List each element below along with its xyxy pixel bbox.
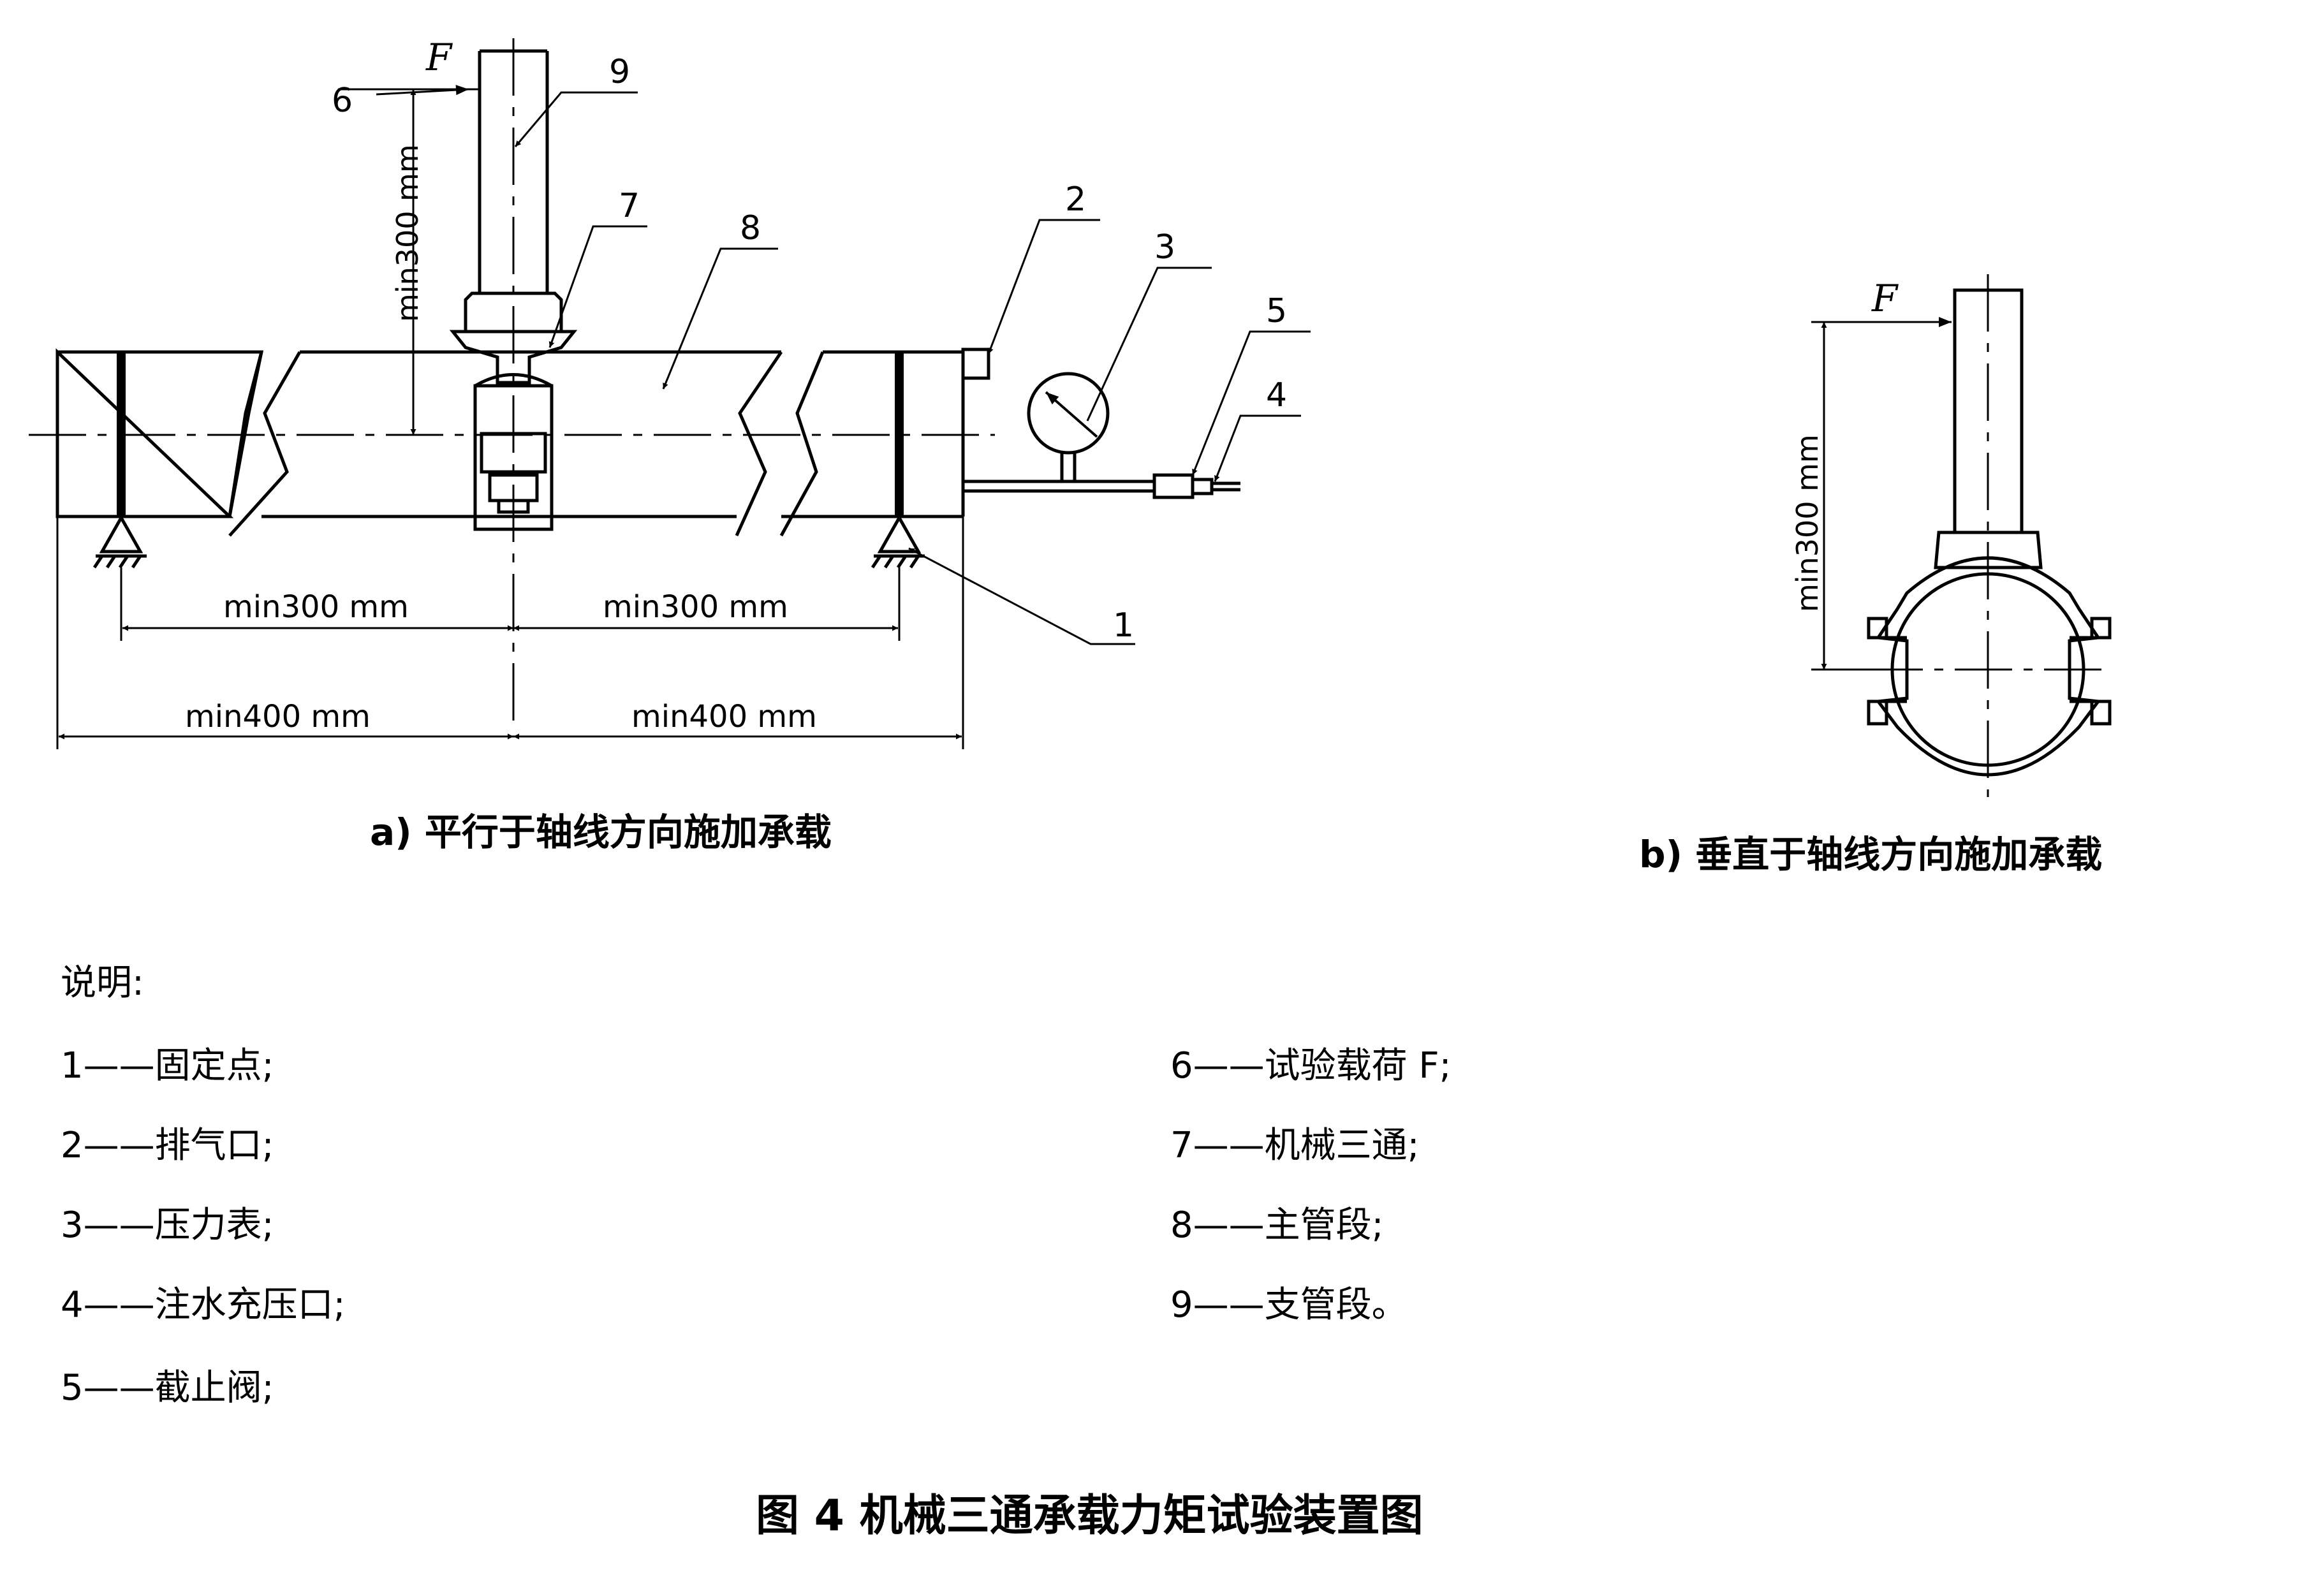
tee-saddle-b (1934, 531, 2043, 569)
legend-item-6: 6——试验载荷 F; (1170, 1045, 1452, 1087)
legend-item-5: 5——截止阀; (61, 1367, 274, 1409)
callout-7: 7 (619, 187, 640, 225)
stop-valve-and-inlet (1152, 473, 1240, 499)
support-right (871, 514, 925, 569)
dim-label-b-vertical: min300 mm (1790, 434, 1825, 612)
dim-label-300-left: min300 mm (223, 589, 409, 625)
force-arrow-a (376, 85, 469, 96)
clamp-body-b (1875, 556, 2101, 777)
legend: 说明: 1——固定点; 2——排气口; 3——压力表; 4——注水充压口; 5—… (61, 962, 1452, 1409)
branch-pipe (478, 38, 549, 721)
dim-label-400-right: min400 mm (631, 699, 817, 735)
dim-label-300-right: min300 mm (603, 589, 788, 625)
legend-item-1: 1——固定点; (61, 1045, 274, 1087)
callout-4: 4 (1266, 376, 1287, 414)
callout-6: 6 (332, 82, 353, 120)
callout-9: 9 (609, 53, 630, 91)
main-pipe (55, 348, 965, 537)
mechanical-tee (449, 291, 578, 531)
callout-2: 2 (1065, 180, 1086, 219)
legend-item-9: 9——支管段。 (1170, 1284, 1408, 1326)
force-label-b: F (1871, 277, 1899, 320)
legend-item-7: 7——机械三通; (1170, 1125, 1420, 1166)
vent-port (961, 348, 990, 380)
dim-label-a-vertical: min300 mm (390, 144, 425, 322)
diagram-a (29, 38, 1311, 749)
callout-5: 5 (1266, 292, 1287, 330)
legend-item-4: 4——注水充压口; (61, 1284, 346, 1326)
pressure-gauge (963, 372, 1154, 493)
subcaption-a: a) 平行于轴线方向施加承载 (370, 810, 832, 854)
legend-item-2: 2——排气口; (61, 1125, 274, 1166)
legend-title: 说明: (61, 962, 144, 1004)
callout-8: 8 (740, 209, 761, 247)
dim-label-400-left: min400 mm (185, 699, 371, 735)
force-label-a: F (425, 36, 453, 79)
callout-1: 1 (1113, 606, 1134, 645)
leader-lines-a (338, 88, 1311, 645)
diagram-b (1811, 274, 2112, 797)
pipe-section-inner (1890, 572, 2085, 767)
figure-caption: 图 4 机械三通承载力矩试验装置图 (756, 1491, 1423, 1541)
support-left (92, 514, 147, 569)
legend-item-8: 8——主管段; (1170, 1205, 1384, 1246)
legend-item-3: 3——压力表; (61, 1205, 274, 1246)
callout-3: 3 (1154, 228, 1175, 267)
subcaption-b: b) 垂直于轴线方向施加承载 (1639, 833, 2102, 876)
